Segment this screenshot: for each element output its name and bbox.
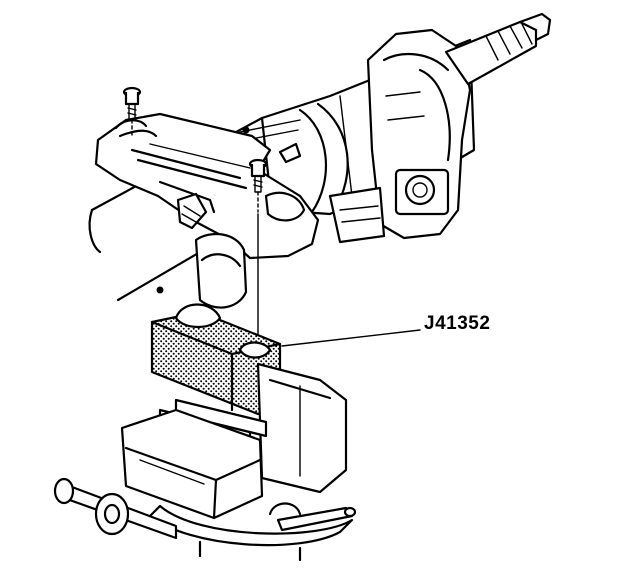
bench-vise	[53, 362, 357, 562]
callout-leader-line	[281, 329, 421, 347]
bolt-right	[248, 158, 268, 213]
part-number-label: J41352	[424, 313, 491, 334]
bolt-left	[122, 86, 142, 137]
